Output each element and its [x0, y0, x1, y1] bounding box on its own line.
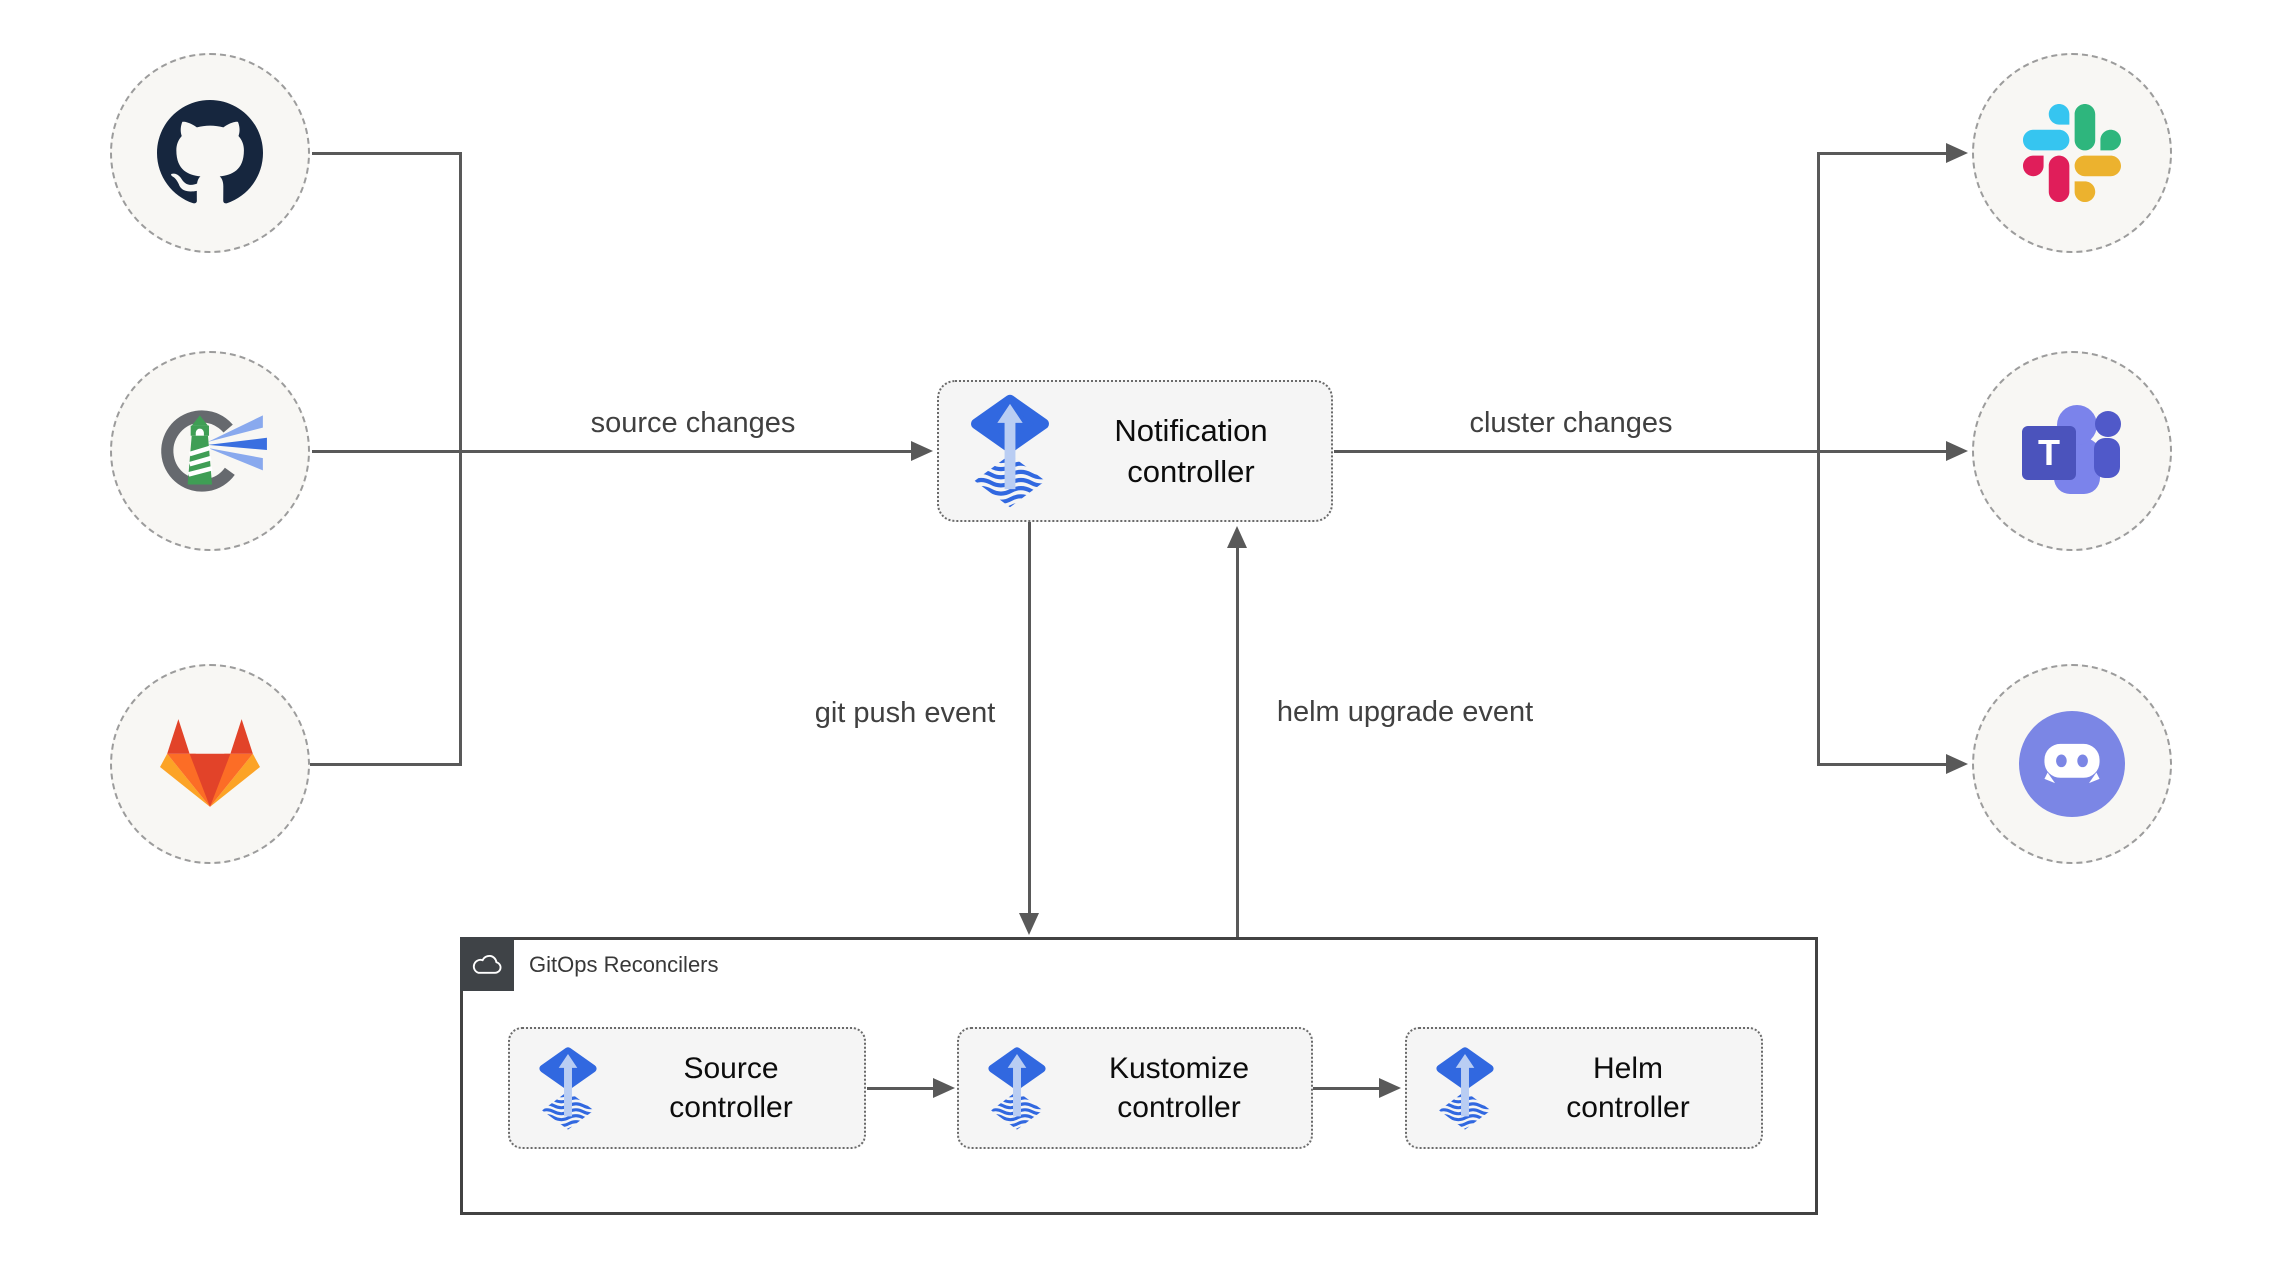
edge-label-helm-upgrade-event: helm upgrade event: [1276, 696, 1534, 728]
arrowhead-right-icon: [1946, 754, 1968, 774]
kustomize-controller-node: Kustomize controller: [957, 1027, 1313, 1149]
arrowhead-right-icon: [911, 441, 933, 461]
container-title: GitOps Reconcilers: [529, 952, 719, 977]
github-node: [110, 53, 310, 253]
edge-slack-stub: [1818, 151, 1946, 155]
edge-source-changes-line: [312, 449, 913, 453]
arrowhead-down-icon: [1019, 913, 1039, 935]
label-line: Notification: [1114, 413, 1268, 448]
edge-gitlab-stub: [310, 762, 460, 766]
arrowhead-right-icon: [1379, 1078, 1401, 1098]
gitlab-node: [110, 664, 310, 864]
harbor-icon: [161, 410, 267, 492]
label-line: Helm: [1592, 1052, 1663, 1085]
microsoft-teams-icon: T: [2022, 405, 2121, 494]
edge-left-trunk: [458, 151, 462, 766]
arrowhead-up-icon: [1227, 526, 1247, 548]
label-line: Kustomize: [1108, 1052, 1250, 1085]
helm-controller-node: Helm controller: [1405, 1027, 1763, 1149]
gitlab-icon: [160, 718, 260, 807]
arrowhead-right-icon: [933, 1078, 955, 1098]
edge-kustomize-to-helm: [1313, 1086, 1379, 1090]
edge-cluster-changes-line: [1334, 449, 1946, 453]
flux-icon: [1435, 1046, 1495, 1131]
edge-right-trunk: [1816, 151, 1820, 766]
cloud-icon: [472, 954, 502, 974]
label-line: Source: [683, 1052, 779, 1085]
edge-label-git-push-event: git push event: [814, 697, 996, 729]
edge-git-push-line: [1027, 522, 1031, 913]
label-line: controller: [1127, 454, 1255, 489]
slack-icon: [2023, 104, 2121, 202]
slack-node: [1972, 53, 2172, 253]
edge-discord-stub: [1818, 762, 1946, 766]
arrowhead-right-icon: [1946, 143, 1968, 163]
kustomize-controller-label: Kustomize controller: [1047, 1049, 1311, 1127]
harbor-node: [110, 351, 310, 551]
flux-icon: [969, 393, 1051, 509]
edge-label-cluster-changes: cluster changes: [1469, 407, 1673, 439]
edge-label-source-changes: source changes: [590, 407, 796, 439]
flux-icon: [987, 1046, 1047, 1131]
container-corner-badge: [460, 937, 514, 991]
edge-github-stub: [312, 151, 460, 155]
discord-node: [1972, 664, 2172, 864]
helm-controller-label: Helm controller: [1495, 1049, 1761, 1127]
arrowhead-right-icon: [1946, 441, 1968, 461]
label-line: controller: [669, 1091, 793, 1124]
github-icon: [157, 100, 263, 204]
label-line: controller: [1117, 1091, 1241, 1124]
label-line: controller: [1566, 1091, 1690, 1124]
edge-source-to-kustomize: [867, 1086, 933, 1090]
notification-controller-node: Notification controller: [937, 380, 1333, 522]
notification-controller-label: Notification controller: [1051, 410, 1331, 492]
teams-node: T: [1972, 351, 2172, 551]
source-controller-node: Source controller: [508, 1027, 866, 1149]
edge-helm-upgrade-line: [1235, 548, 1239, 937]
discord-icon: [2019, 711, 2125, 817]
teams-letter: T: [2038, 432, 2060, 473]
source-controller-label: Source controller: [598, 1049, 864, 1127]
flux-icon: [538, 1046, 598, 1131]
